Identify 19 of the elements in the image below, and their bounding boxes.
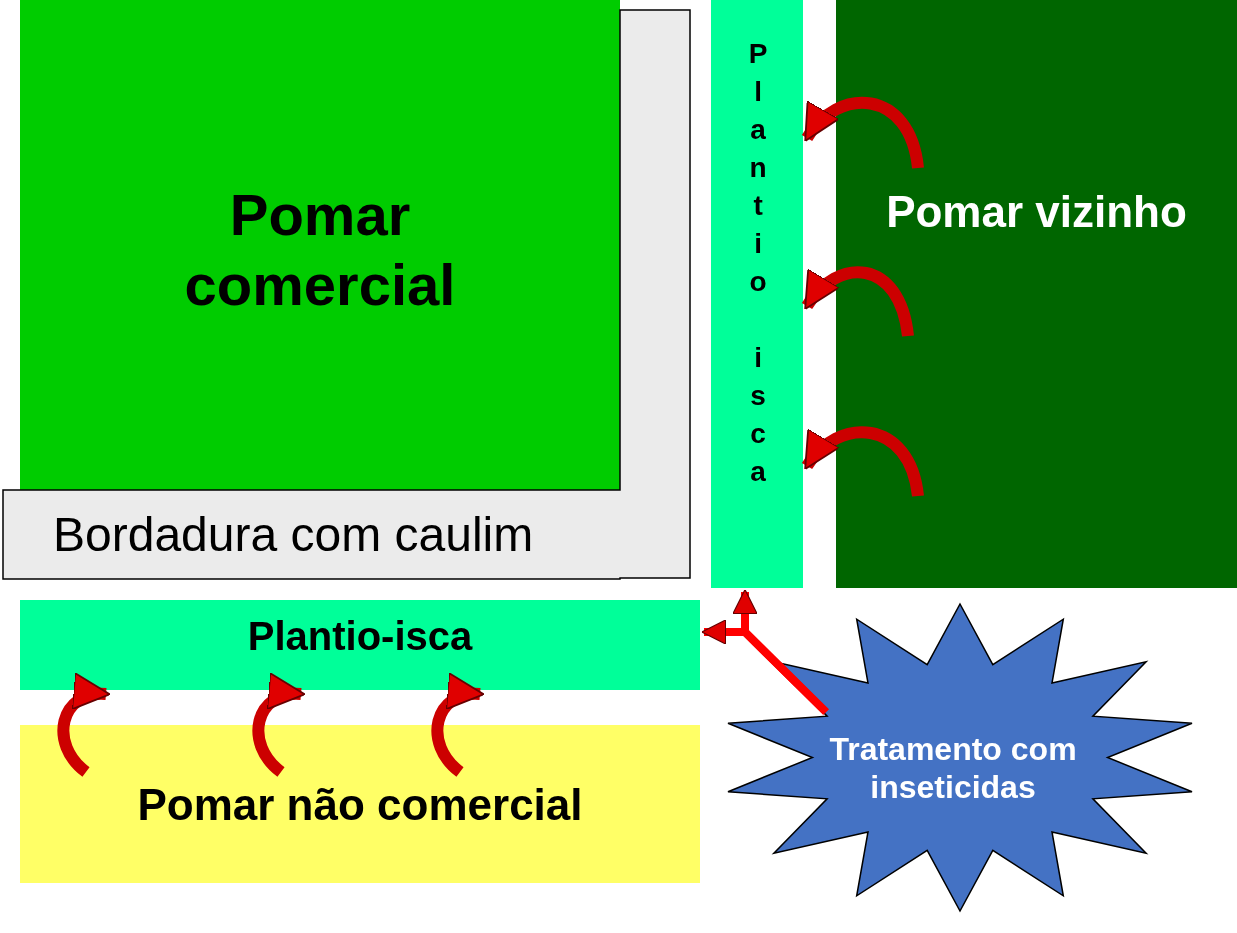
curved-arrow bbox=[802, 96, 924, 170]
area-label: Bordadura com caulim bbox=[53, 507, 535, 563]
orchard-area bbox=[836, 0, 1237, 588]
area-label: Pomar comercial bbox=[183, 181, 457, 319]
arrow bbox=[701, 619, 829, 715]
curved-arrow bbox=[802, 426, 924, 498]
orchard-area bbox=[20, 725, 700, 883]
curved-arrow bbox=[802, 266, 914, 338]
curved-arrow bbox=[431, 675, 485, 777]
area-label: Tratamento com inseticidas bbox=[828, 730, 1078, 807]
bait-strip bbox=[20, 600, 700, 690]
area-label: Plantio-isca bbox=[246, 613, 474, 660]
area-label: Plantio isca bbox=[741, 38, 775, 494]
bait-strip bbox=[711, 0, 803, 588]
area-label: Pomar não comercial bbox=[136, 779, 584, 831]
orchard-area bbox=[20, 0, 620, 490]
area-label: Pomar vizinho bbox=[885, 186, 1188, 238]
curved-arrow bbox=[57, 675, 111, 777]
curved-arrow bbox=[252, 675, 306, 777]
